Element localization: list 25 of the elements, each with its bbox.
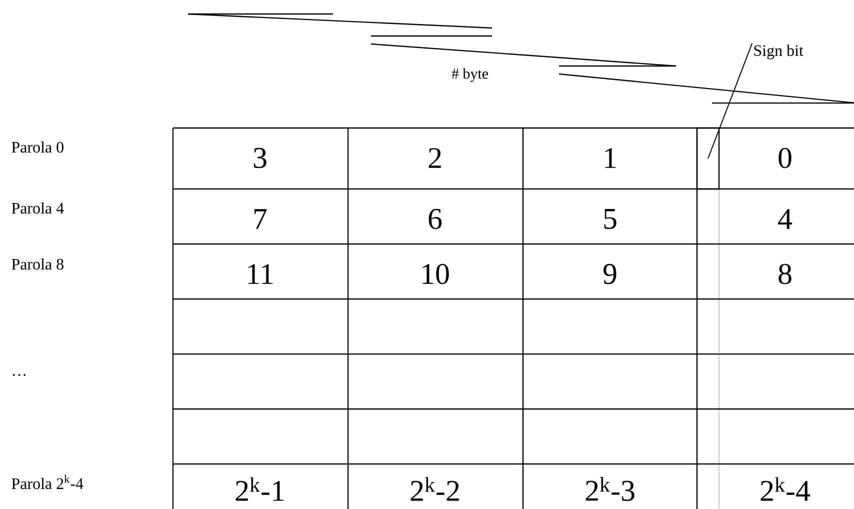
cell-value: 4 [778, 209, 792, 229]
cell-value: 2$^{k}$-2 [410, 477, 459, 501]
cell-value: 0 [778, 148, 792, 168]
cell-value: 9 [603, 264, 616, 284]
sign-bit-label: Sign bit [754, 44, 804, 60]
byte-header-label: # byte [452, 68, 488, 82]
cell-value: 6 [428, 208, 442, 230]
row-label: Parola 2$^{k}$-4 [12, 474, 84, 490]
cell-value: 10 [422, 264, 449, 284]
row-label: Parola 0 [12, 141, 64, 153]
cell-value: 2$^{k}$-3 [586, 477, 634, 501]
cell-value: 5 [604, 209, 616, 229]
cell-value: 7 [254, 209, 267, 229]
cell-value: 11 [248, 264, 273, 284]
cell-value: 2 [428, 148, 441, 168]
leader-line [708, 43, 752, 159]
row-label: … [12, 374, 26, 376]
cell-value: 3 [254, 148, 266, 168]
row-label: Parola 4 [12, 202, 64, 214]
cell-value: 8 [778, 264, 792, 284]
cell-value: 1 [605, 148, 616, 168]
sign-bit-cell [696, 127, 720, 190]
row-label: Parola 8 [12, 258, 64, 270]
cell-value: 2$^{k}$-4 [760, 477, 810, 501]
cell-value: 2$^{k}$-1 [236, 477, 284, 501]
